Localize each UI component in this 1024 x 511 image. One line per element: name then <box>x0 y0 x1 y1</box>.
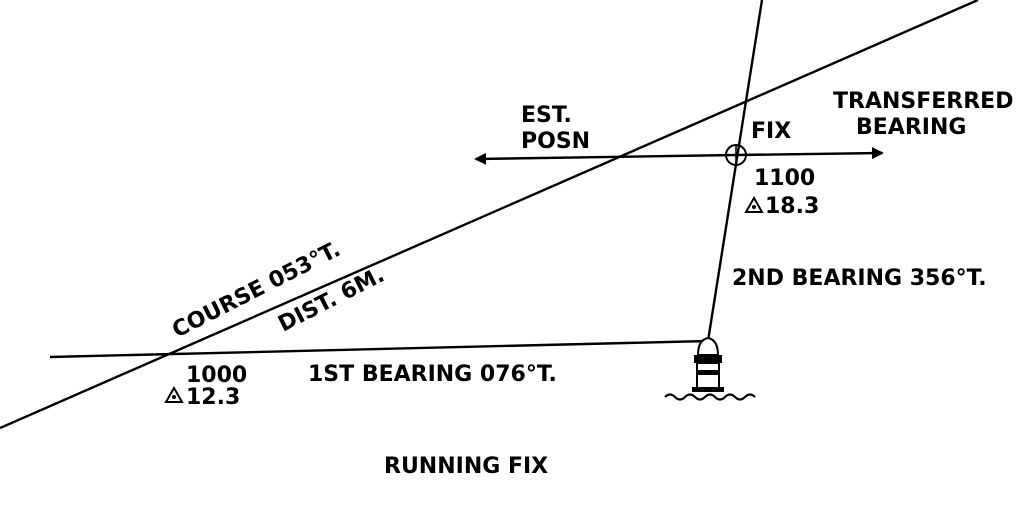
first-bearing-line <box>49 339 709 359</box>
first-log-label: 12.3 <box>186 385 240 410</box>
second-log-label: 18.3 <box>765 194 819 219</box>
first-bearing-label: 1ST BEARING 076°T. <box>308 362 557 387</box>
lighthouse-icon <box>664 336 756 401</box>
transferred-bearing-line <box>735 147 884 160</box>
fix-symbol-icon <box>725 144 747 166</box>
second-time-label: 1100 <box>754 166 815 191</box>
course-line <box>0 0 979 430</box>
log-triangle-icon-2 <box>744 195 764 213</box>
log-triangle-icon <box>164 385 184 403</box>
est-posn-line2: POSN <box>521 129 590 154</box>
second-bearing-label: 2ND BEARING 356°T. <box>732 266 987 291</box>
course-label: COURSE 053°T. <box>168 237 344 343</box>
second-bearing-line <box>706 0 764 342</box>
transferred-label-line1: TRANSFERRED <box>833 89 1013 114</box>
transferred-label-line2: BEARING <box>856 115 966 140</box>
fix-label: FIX <box>751 119 791 144</box>
transferred-bearing-line-west <box>474 152 737 165</box>
diagram-title: RUNNING FIX <box>384 454 548 479</box>
first-time-label: 1000 <box>186 363 247 388</box>
est-posn-line1: EST. <box>521 103 572 128</box>
